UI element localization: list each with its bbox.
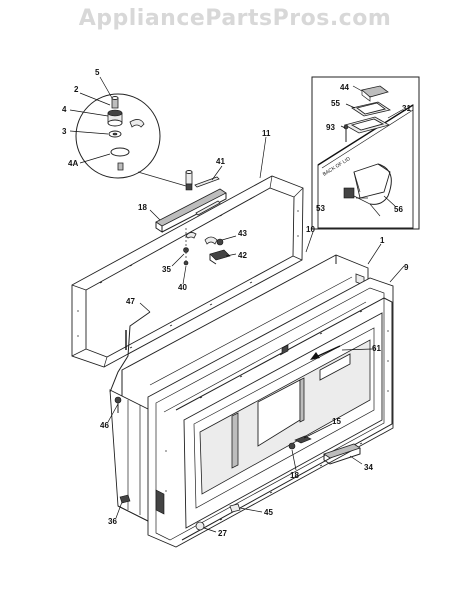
callout-47: 47 xyxy=(126,297,135,306)
callout-3: 3 xyxy=(62,127,67,136)
callout-4: 4 xyxy=(62,105,67,114)
lid-outer-panel xyxy=(147,277,394,548)
callout-61: 61 xyxy=(372,344,381,353)
callout-18-top: 18 xyxy=(138,203,147,212)
detail-circle-hinge-parts xyxy=(75,93,187,187)
callout-18-bottom: 18 xyxy=(290,471,299,480)
callout-36: 36 xyxy=(108,517,117,526)
callout-9: 9 xyxy=(404,263,409,272)
watermark-text: AppliancePartsPros.com xyxy=(78,6,392,31)
inset-back-of-lid: BACK OF LID xyxy=(311,76,420,230)
callout-labels: 5 2 4 3 4A 11 41 18 43 42 35 40 10 1 9 4… xyxy=(62,68,411,538)
bottom-hardware xyxy=(119,494,241,531)
callout-45: 45 xyxy=(264,508,273,517)
detail-leaders xyxy=(69,76,113,164)
callout-43: 43 xyxy=(238,229,247,238)
callout-56: 56 xyxy=(394,205,403,214)
callout-2: 2 xyxy=(74,85,79,94)
callout-55: 55 xyxy=(331,99,340,108)
callout-41: 41 xyxy=(216,157,225,166)
hinge-bracket-assembly xyxy=(155,170,231,266)
wire-harness xyxy=(109,311,151,413)
callout-5: 5 xyxy=(95,68,100,77)
callout-93: 93 xyxy=(326,123,335,132)
inset-leaders xyxy=(340,85,403,207)
callout-11: 11 xyxy=(262,129,271,138)
callout-34: 34 xyxy=(364,463,373,472)
callout-1: 1 xyxy=(380,236,385,245)
callout-40: 40 xyxy=(178,283,187,292)
main-leaders xyxy=(107,136,405,533)
callout-31: 31 xyxy=(402,104,411,113)
callout-35: 35 xyxy=(162,265,171,274)
callout-53: 53 xyxy=(316,204,325,213)
callout-4a: 4A xyxy=(68,159,78,168)
callout-10: 10 xyxy=(306,225,315,234)
callout-46: 46 xyxy=(100,421,109,430)
callout-27: 27 xyxy=(218,529,227,538)
lid-back-frame xyxy=(71,175,304,368)
callout-15: 15 xyxy=(332,417,341,426)
part-61-arrow xyxy=(281,344,341,360)
callout-42: 42 xyxy=(238,251,247,260)
callout-44: 44 xyxy=(340,83,349,92)
